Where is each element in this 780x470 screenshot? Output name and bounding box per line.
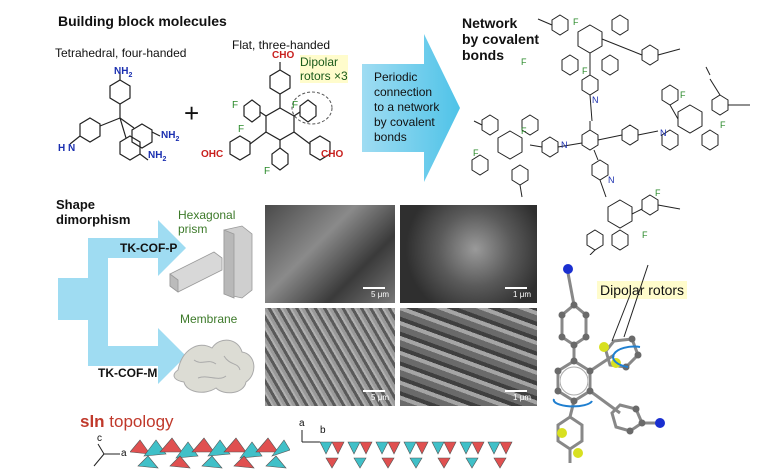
scale-bar-5um: 5 μm — [371, 290, 389, 299]
building-title: Building block molecules — [58, 13, 227, 29]
arrow-text: Periodic connection to a network by cova… — [374, 70, 439, 145]
net-f-2: F — [521, 57, 527, 67]
dipolar-line-2: rotors ×3 — [300, 69, 348, 83]
net-f-4: F — [473, 148, 479, 158]
axis-c-left: c — [97, 433, 102, 444]
fluorine-2: F — [238, 124, 245, 135]
sem-membrane-low-mag: 5 μm — [265, 308, 395, 406]
axis-a-right: a — [299, 418, 305, 429]
cho-top: CHO — [272, 50, 295, 61]
network-line-1: Network — [462, 15, 518, 31]
topology-chain-top — [319, 441, 513, 469]
ohc-left: OHC — [201, 149, 224, 160]
hex-line-2: prism — [178, 222, 208, 236]
arrow-line-5: bonds — [374, 130, 407, 144]
rotor-molecular-model — [552, 264, 665, 463]
dimorphism-arrows — [58, 220, 186, 384]
nh2-right: NH2 — [161, 130, 180, 143]
net-n-3: N — [660, 128, 667, 138]
arrow-line-1: Periodic — [374, 70, 418, 84]
fluorine-4: F — [264, 166, 271, 177]
topology-title: sln topology — [80, 412, 174, 432]
h2n-left: H N — [58, 143, 76, 154]
shape-line-1: Shape — [56, 197, 96, 212]
net-f-8: F — [655, 188, 661, 198]
scale-bar-line — [505, 287, 527, 289]
net-f-6: F — [680, 90, 686, 100]
shape-line-2: dimorphism — [56, 212, 131, 227]
fluorine-3: F — [292, 100, 299, 111]
axis-a-left: a — [121, 448, 127, 459]
prism-illustration — [169, 225, 253, 299]
scale-bar-5um: 5 μm — [371, 393, 389, 402]
tetrahedral-label: Tetrahedral, four-handed — [55, 46, 187, 60]
network-line-3: bonds — [462, 47, 504, 63]
shape-title: Shape dimorphism — [56, 197, 130, 227]
net-f-1: F — [573, 17, 579, 27]
arrow-line-2: connection — [374, 85, 433, 99]
net-f-7: F — [720, 120, 726, 130]
sem-membrane-high-mag: 1 μm — [400, 308, 537, 406]
dipolar-line-1: Dipolar — [300, 55, 339, 69]
dipolar-rotors-note: Dipolar rotors ×3 — [300, 55, 348, 83]
net-f-5: F — [521, 126, 527, 136]
flat-label: Flat, three-handed — [232, 38, 331, 52]
scale-bar-line — [505, 390, 527, 392]
flat-aldehyde-structure — [229, 62, 333, 171]
scale-bar-1um: 1 μm — [513, 393, 531, 402]
membrane-illustration — [173, 339, 255, 394]
tk-cof-p-label: TK-COF-P — [120, 241, 178, 255]
scale-bar-line — [363, 287, 385, 289]
net-f-9: F — [642, 230, 648, 240]
arrow-line-4: by covalent — [374, 115, 435, 129]
net-f-3: F — [582, 66, 588, 76]
fluorine-1: F — [232, 100, 239, 111]
scale-bar-1um: 1 μm — [513, 290, 531, 299]
tetrahedral-amine-structure — [69, 72, 161, 161]
nh2-bottom: NH2 — [148, 150, 167, 163]
net-n-4: N — [608, 175, 615, 185]
network-title: Network by covalent bonds — [462, 15, 539, 63]
cho-right: CHO — [321, 149, 344, 160]
tk-cof-m-label: TK-COF-M — [98, 366, 158, 380]
sem-prism-low-mag: 5 μm — [265, 205, 395, 303]
membrane-label: Membrane — [180, 312, 238, 326]
topology-suffix: topology — [104, 412, 174, 431]
arrow-line-3: to a network — [374, 100, 440, 114]
scale-bar-line — [363, 390, 385, 392]
periodic-connection-arrow — [362, 34, 460, 182]
nh2-top: NH2 — [114, 66, 133, 79]
dipolar-rotors-label: Dipolar rotors — [597, 281, 688, 299]
axis-b-right: b — [320, 425, 326, 436]
axis-triad-left — [93, 443, 120, 467]
net-n-2: N — [561, 140, 568, 150]
hex-line-1: Hexagonal — [178, 208, 236, 222]
topology-sln: sln — [80, 412, 105, 431]
net-n-1: N — [592, 95, 599, 105]
network-line-2: by covalent — [462, 31, 540, 47]
axis-triad-right — [301, 430, 320, 443]
hexagonal-prism-label: Hexagonal prism — [178, 208, 235, 236]
topology-chain-side — [130, 437, 290, 469]
plus-sign: + — [184, 98, 200, 128]
sem-prism-high-mag: 1 μm — [400, 205, 537, 303]
covalent-network-structure — [471, 14, 750, 255]
